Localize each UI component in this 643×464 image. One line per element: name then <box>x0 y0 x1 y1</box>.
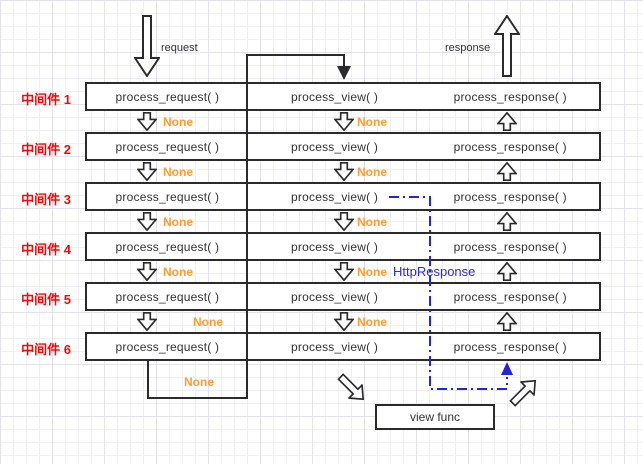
request-arrow-icon <box>134 15 160 77</box>
middleware-row-3: process_request( ) process_view( ) proce… <box>85 182 601 211</box>
down-arrow-icon <box>334 112 354 131</box>
process-response-cell: process_response( ) <box>453 239 567 254</box>
process-response-cell: process_response( ) <box>453 189 567 204</box>
down-arrow-icon <box>137 112 157 131</box>
none-label: None <box>357 265 387 279</box>
process-request-cell: process_request( ) <box>115 189 220 204</box>
up-arrow-icon <box>497 162 517 181</box>
none-label: None <box>163 165 193 179</box>
middleware-row-1: process_request( ) process_view( ) proce… <box>85 82 601 111</box>
middleware-6-label: 中间件 6 <box>21 342 71 357</box>
from-view-func-arrow-icon <box>504 372 544 412</box>
middleware-4-label: 中间件 4 <box>21 242 71 257</box>
middleware-row-2: process_request( ) process_view( ) proce… <box>85 132 601 161</box>
middleware-5-label: 中间件 5 <box>21 292 71 307</box>
middleware-1-label: 中间件 1 <box>21 92 71 107</box>
none-label: None <box>357 115 387 129</box>
to-view-func-arrow-icon <box>332 368 372 408</box>
response-label: response <box>445 42 491 54</box>
none-label: None <box>163 215 193 229</box>
http-response-label: HttpResponse <box>393 264 476 279</box>
none-label: None <box>357 165 387 179</box>
middleware-row-4: process_request( ) process_view( ) proce… <box>85 232 601 261</box>
process-response-cell: process_response( ) <box>453 139 567 154</box>
down-arrow-icon <box>137 262 157 281</box>
none-label: None <box>163 265 193 279</box>
process-view-cell: process_view( ) <box>291 89 379 104</box>
process-view-cell: process_view( ) <box>291 189 379 204</box>
process-view-cell: process_view( ) <box>291 239 379 254</box>
up-arrow-icon <box>497 212 517 231</box>
middleware-3-label: 中间件 3 <box>21 192 71 207</box>
none-label: None <box>357 315 387 329</box>
up-arrow-icon <box>497 112 517 131</box>
process-request-cell: process_request( ) <box>115 289 220 304</box>
down-arrow-icon <box>334 262 354 281</box>
bottom-none-label: None <box>184 375 214 389</box>
none-label: None <box>193 315 223 329</box>
process-request-cell: process_request( ) <box>115 239 220 254</box>
response-arrow-icon <box>494 15 520 77</box>
down-arrow-icon <box>137 312 157 331</box>
process-response-cell: process_response( ) <box>453 289 567 304</box>
up-arrow-icon <box>497 312 517 331</box>
middleware-row-5: process_request( ) process_view( ) proce… <box>85 282 601 311</box>
process-view-cell: process_view( ) <box>291 339 379 354</box>
down-arrow-icon <box>334 212 354 231</box>
view-func-box: view func <box>375 404 495 430</box>
filled-down-arrowhead-icon <box>337 66 351 80</box>
process-request-cell: process_request( ) <box>115 89 220 104</box>
process-response-cell: process_response( ) <box>453 89 567 104</box>
view-func-label: view func <box>409 410 461 424</box>
none-label: None <box>163 115 193 129</box>
process-response-cell: process_response( ) <box>453 339 567 354</box>
process-request-cell: process_request( ) <box>115 339 220 354</box>
down-arrow-icon <box>137 162 157 181</box>
down-arrow-icon <box>334 162 354 181</box>
up-arrow-icon <box>497 262 517 281</box>
process-view-cell: process_view( ) <box>291 139 379 154</box>
none-label: None <box>357 215 387 229</box>
process-view-cell: process_view( ) <box>291 289 379 304</box>
process-request-cell: process_request( ) <box>115 139 220 154</box>
middleware-2-label: 中间件 2 <box>21 142 71 157</box>
down-arrow-icon <box>137 212 157 231</box>
blue-up-arrowhead-icon <box>501 362 513 375</box>
request-label: request <box>161 42 198 54</box>
down-arrow-icon <box>334 312 354 331</box>
middleware-row-6: process_request( ) process_view( ) proce… <box>85 332 601 361</box>
